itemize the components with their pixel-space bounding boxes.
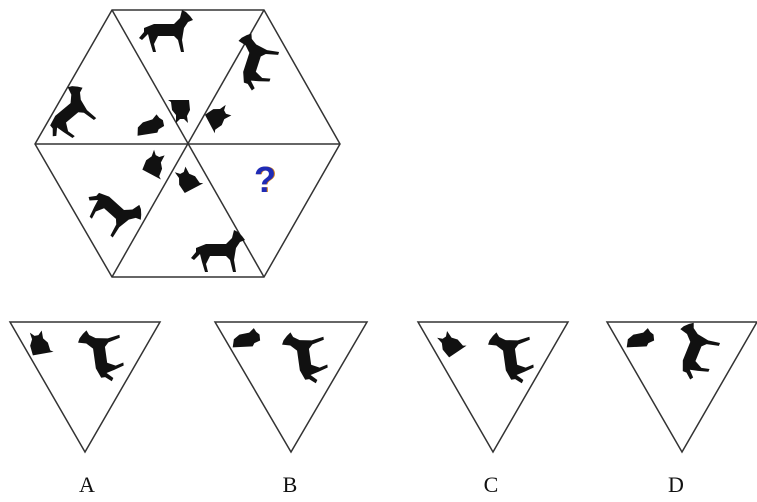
option-c-dog bbox=[486, 327, 536, 388]
option-c-triangle[interactable] bbox=[416, 321, 570, 454]
hex-bottom-cat bbox=[173, 162, 204, 194]
option-a-dog bbox=[76, 325, 126, 386]
option-d-dog bbox=[664, 318, 724, 385]
option-b-triangle[interactable] bbox=[213, 321, 369, 454]
missing-piece-question-mark: ? bbox=[254, 159, 276, 200]
hex-bottom-dog bbox=[191, 230, 245, 272]
option-a-label[interactable]: A bbox=[79, 472, 95, 497]
option-c-label[interactable]: C bbox=[483, 472, 499, 497]
option-d-cat bbox=[624, 327, 655, 349]
hex-lower-left-cat bbox=[141, 148, 172, 180]
option-d-label[interactable]: D bbox=[668, 472, 684, 497]
hex-top-cat bbox=[168, 100, 190, 123]
option-d-triangle[interactable] bbox=[605, 318, 757, 454]
hex-upper-left-dog bbox=[34, 80, 104, 148]
option-b-label[interactable]: B bbox=[282, 472, 298, 497]
option-c-cat bbox=[435, 326, 467, 358]
hex-upper-left-cat bbox=[134, 113, 166, 137]
option-a-cat bbox=[27, 329, 54, 356]
hex-top-dog bbox=[139, 10, 193, 52]
option-a-triangle[interactable] bbox=[8, 321, 162, 454]
option-b-cat bbox=[230, 327, 261, 349]
option-b-dog bbox=[280, 327, 330, 388]
hexagon-grid bbox=[34, 9, 341, 278]
